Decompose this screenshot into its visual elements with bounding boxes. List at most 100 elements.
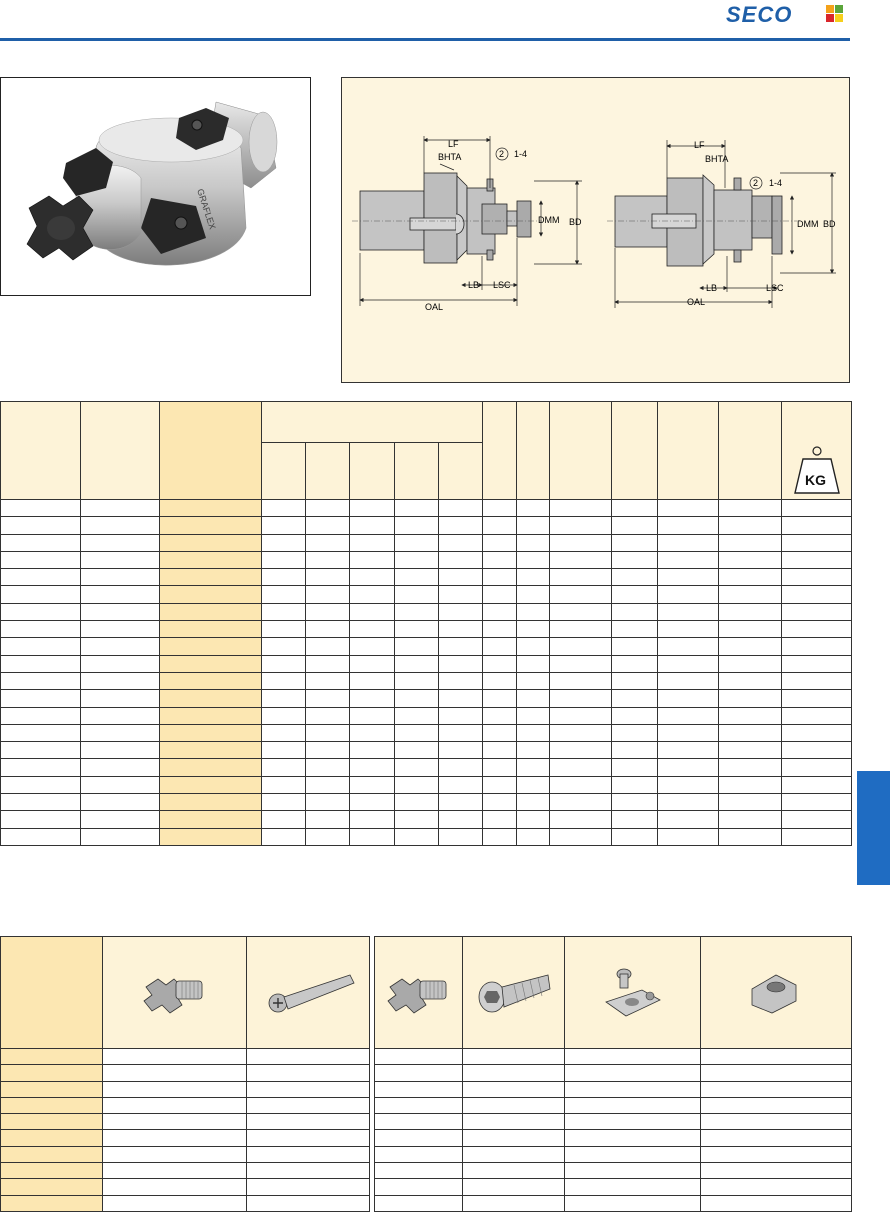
table-cell (611, 620, 659, 639)
table-cell (611, 550, 659, 570)
table-cell (516, 516, 551, 535)
table-row (0, 793, 853, 812)
table-cell (700, 1194, 852, 1212)
table-cell (482, 654, 518, 673)
table-cell (159, 533, 262, 552)
table-cell (657, 568, 720, 587)
table-row (374, 1080, 852, 1098)
table-cell (246, 1080, 370, 1098)
table-row (0, 1145, 370, 1164)
table-cell (159, 654, 262, 673)
table-cell (0, 602, 81, 622)
specification-table: KG (0, 401, 853, 846)
table-cell (261, 568, 306, 587)
table-cell (718, 827, 783, 846)
table-cell (611, 498, 659, 518)
table-cell (611, 602, 659, 622)
table-cell (549, 585, 613, 604)
table-cell (718, 723, 783, 743)
table-cell (80, 602, 160, 622)
table-row (0, 689, 853, 708)
table-cell (462, 1113, 565, 1131)
table-row (0, 758, 853, 777)
table-cell (305, 585, 350, 604)
table-cell (657, 723, 720, 743)
table-cell (781, 827, 853, 846)
table-cell (102, 1178, 247, 1196)
table-cell (374, 1145, 463, 1164)
table-cell (657, 793, 720, 812)
table-row (0, 1047, 370, 1066)
table-row (0, 550, 853, 570)
table-cell (482, 689, 518, 708)
table-cell (80, 516, 160, 535)
table-cell (549, 568, 613, 587)
table-row (0, 602, 853, 622)
table-cell (781, 775, 853, 795)
table-cell (781, 637, 853, 656)
table-cell (482, 775, 518, 795)
table-cell (516, 602, 551, 622)
table-cell (349, 775, 395, 795)
label-bhta-right: BHTA (705, 154, 728, 164)
table-cell (305, 602, 350, 622)
table-cell (516, 533, 551, 552)
label-lf-right: LF (694, 140, 705, 150)
table-cell (374, 1129, 463, 1147)
table-cell (482, 706, 518, 725)
table-cell (261, 723, 306, 743)
table-cell (261, 550, 306, 570)
table-cell (462, 1080, 565, 1098)
table-cell (516, 741, 551, 760)
table-cell (374, 1047, 463, 1066)
table-cell (611, 568, 659, 587)
table-cell (394, 550, 439, 570)
table-cell (261, 758, 306, 777)
table-cell (516, 723, 551, 743)
table-cell (564, 1145, 701, 1164)
table-cell (657, 585, 720, 604)
table-cell (781, 533, 853, 552)
table-cell (564, 1113, 701, 1131)
table-cell (102, 1080, 247, 1098)
table-cell (102, 1162, 247, 1180)
table-cell (516, 620, 551, 639)
label-lb: LB (468, 280, 479, 290)
table-cell (349, 637, 395, 656)
table-cell (437, 516, 484, 535)
table-cell (549, 498, 613, 518)
table-row (0, 654, 853, 673)
table-cell (394, 498, 439, 518)
table-cell (394, 585, 439, 604)
drawing-left-view (359, 172, 532, 264)
table-cell (0, 1064, 103, 1082)
table-row (0, 827, 853, 846)
label-lsc-right: LSC (766, 283, 784, 293)
table-cell (349, 741, 395, 760)
table-cell (0, 827, 81, 846)
table-cell (700, 1145, 852, 1164)
table-cell (0, 793, 81, 812)
table-cell (549, 550, 613, 570)
table-cell (159, 602, 262, 622)
table-cell (159, 568, 262, 587)
table-cell (246, 1113, 370, 1131)
table-cell (246, 1194, 370, 1212)
table-cell (0, 568, 81, 587)
table-cell (80, 775, 160, 795)
table-cell (159, 793, 262, 812)
table-cell (611, 689, 659, 708)
table-cell (261, 637, 306, 656)
table-cell (374, 1178, 463, 1196)
label-dmm-right: DMM (797, 219, 819, 229)
table-cell (611, 516, 659, 535)
table-cell (718, 533, 783, 552)
table-cell (437, 793, 484, 812)
table-cell (0, 620, 81, 639)
table-cell (102, 1129, 247, 1147)
table-cell (261, 706, 306, 725)
table-cell (516, 568, 551, 587)
table-cell (718, 741, 783, 760)
table-cell (305, 827, 350, 846)
table-cell (80, 550, 160, 570)
